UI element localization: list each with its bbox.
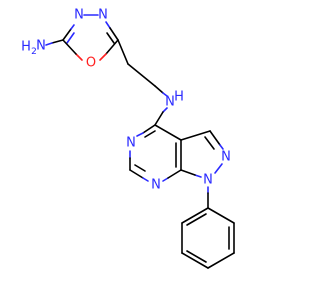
bond-c4-n5-double xyxy=(144,130,156,138)
bond-c4-n5 xyxy=(142,124,156,134)
bond-nh-c4-n xyxy=(162,107,168,113)
bond-n7-c7a-n xyxy=(162,177,169,182)
bond-n7-c7a xyxy=(167,169,182,179)
bond-n1-c7a xyxy=(180,169,196,176)
amine-h-subscript: 2 xyxy=(31,47,37,57)
bond-o-c2 xyxy=(62,39,77,55)
oxadiazole-o-label: O xyxy=(86,56,96,71)
linker-h-label: H xyxy=(174,90,184,105)
bond-c5-ch2a xyxy=(117,39,129,65)
pyrimidine-n5-label: N xyxy=(126,136,136,151)
bond-nh-c4 xyxy=(154,111,164,126)
bond-ch2a-ch2b xyxy=(127,63,156,87)
bond-c5-o-o xyxy=(99,53,107,61)
bond-n4-c5-n xyxy=(105,21,111,29)
bond-c3-n2-double xyxy=(204,136,215,150)
bond-c3-n2-n xyxy=(219,144,224,150)
bond-c6-n7 xyxy=(129,169,144,179)
bond-ph-3 xyxy=(207,252,235,269)
phenyl-ring xyxy=(181,207,235,269)
bond-c4-n5-n xyxy=(136,132,144,137)
bond-c6-n7-double xyxy=(134,164,146,172)
bond-c3-n2 xyxy=(209,130,221,146)
bond-n1-c7a-n xyxy=(194,174,202,178)
bond-c2-n3 xyxy=(62,28,72,41)
bond-n4-c5-double xyxy=(106,32,115,44)
bond-n4-c5 xyxy=(109,27,119,41)
bond-ch2b-nh xyxy=(154,85,164,94)
bond-c4-c3a xyxy=(154,124,182,141)
amine-n-label: N xyxy=(36,39,46,54)
amine-h-label: H xyxy=(21,40,31,55)
molecule-canvas: H 2 N N N O H N N N N N xyxy=(21,8,235,269)
bond-c2-nh2-n xyxy=(45,42,53,46)
oxadiazole-n3-label: N xyxy=(74,8,84,23)
molecule-structure: H 2 N N N O H N N N N N xyxy=(21,8,235,269)
bond-ph-1 xyxy=(207,207,235,224)
bond-c2-n3-double xyxy=(66,32,75,44)
pyrimidine-n7-label: N xyxy=(151,178,161,193)
bond-ph-double-c xyxy=(186,213,207,226)
bond-c3a-c3 xyxy=(180,130,211,141)
bond-ph-6 xyxy=(181,207,209,224)
oxadiazole-ring xyxy=(62,14,119,61)
bond-o-c2-o xyxy=(75,53,83,61)
bond-c6-n7-n xyxy=(142,177,149,182)
pyrazole-ring xyxy=(180,130,224,178)
bond-c2-nh2 xyxy=(51,39,64,44)
bond-c2-n3-n xyxy=(70,24,75,30)
bond-c5-o xyxy=(105,39,119,55)
oxadiazole-n4-label: N xyxy=(98,8,108,23)
bond-ch2b-nh-n xyxy=(162,92,168,97)
pyrazole-n1-label: N xyxy=(203,173,213,188)
bond-n2-n1 xyxy=(214,163,223,174)
bond-ph-double-b xyxy=(186,250,207,263)
pyrimidine-ring xyxy=(129,124,182,182)
pyrazole-n2-label: N xyxy=(221,150,231,165)
linker-n-label: N xyxy=(165,95,175,110)
bond-ph-4 xyxy=(181,252,209,269)
